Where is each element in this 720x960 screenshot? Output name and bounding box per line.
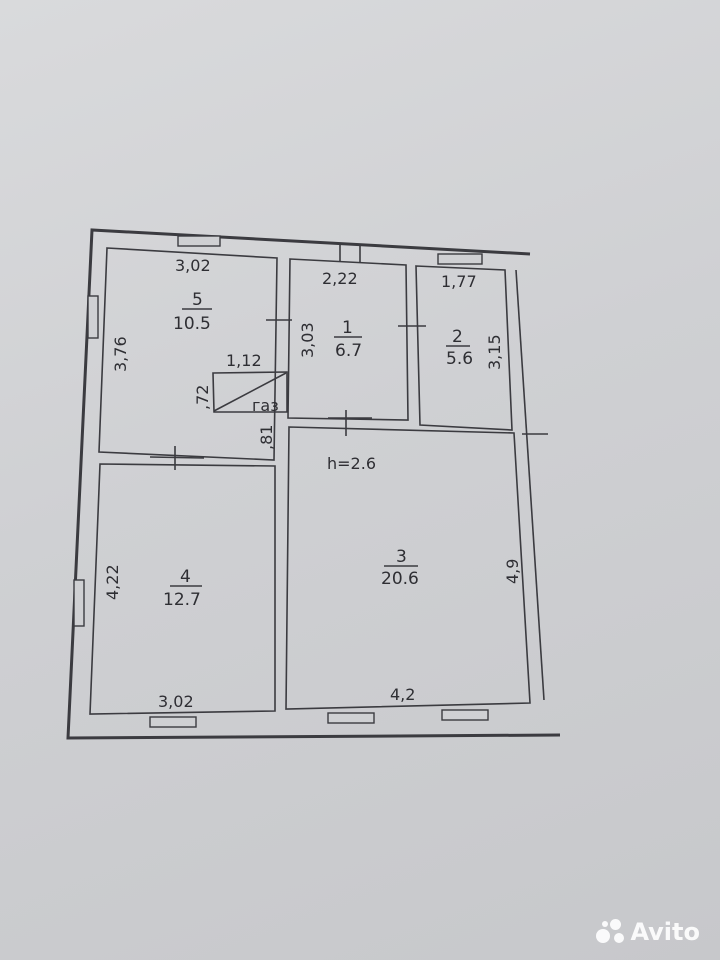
room-4-area: 12.7	[163, 590, 201, 610]
niche-width-label: 1,12	[226, 351, 262, 370]
window-room5-left	[87, 295, 99, 339]
room-2-height: 3,15	[485, 334, 504, 370]
niche-offset-label: ,81	[257, 425, 276, 450]
room-3-height: 4,9	[503, 559, 522, 584]
room-3-number: 3	[396, 547, 407, 567]
window-room2-top	[437, 253, 483, 265]
window-room3-bottom-2	[441, 709, 489, 721]
watermark: Avito	[596, 918, 700, 946]
watermark-text: Avito	[630, 918, 700, 946]
niche-depth-label: ,72	[193, 385, 212, 410]
room-2-outline	[415, 265, 513, 431]
room-1-width: 2,22	[322, 269, 358, 288]
gas-label: газ	[252, 396, 279, 415]
room-4-number: 4	[180, 567, 191, 587]
window-room4-left	[73, 579, 85, 627]
room-2-number: 2	[452, 327, 463, 347]
window-room3-bottom-1	[327, 712, 375, 724]
room-5-number: 5	[192, 290, 203, 310]
room-3-width: 4,2	[390, 685, 415, 704]
room-5-height: 3,76	[111, 336, 130, 372]
room-4-width: 3,02	[158, 692, 194, 711]
room-4-outline	[89, 463, 276, 715]
window-room5-top	[177, 235, 221, 247]
avito-logo-icon	[596, 919, 626, 945]
outer-wall	[66, 228, 561, 740]
room-2-area: 5.6	[446, 349, 473, 369]
room-4-height: 4,22	[103, 564, 122, 600]
room-1-area: 6.7	[335, 341, 362, 361]
room-5-width: 3,02	[175, 256, 211, 275]
gas-niche	[212, 371, 288, 413]
room-2-width: 1,77	[441, 272, 477, 291]
gas-niche-diagonal	[213, 372, 287, 412]
room-5-area: 10.5	[173, 314, 211, 334]
room-3-area: 20.6	[381, 569, 419, 589]
ceiling-height-label: h=2.6	[327, 454, 376, 473]
room-3-outline	[285, 426, 531, 710]
outer-wall-right	[515, 269, 545, 701]
door-room4-top	[149, 456, 205, 459]
room-5-outline	[98, 247, 278, 461]
room-1-height: 3,03	[298, 322, 317, 358]
window-room4-bottom	[149, 716, 197, 728]
room-1-outline	[287, 258, 409, 421]
room-1-number: 1	[342, 318, 353, 338]
